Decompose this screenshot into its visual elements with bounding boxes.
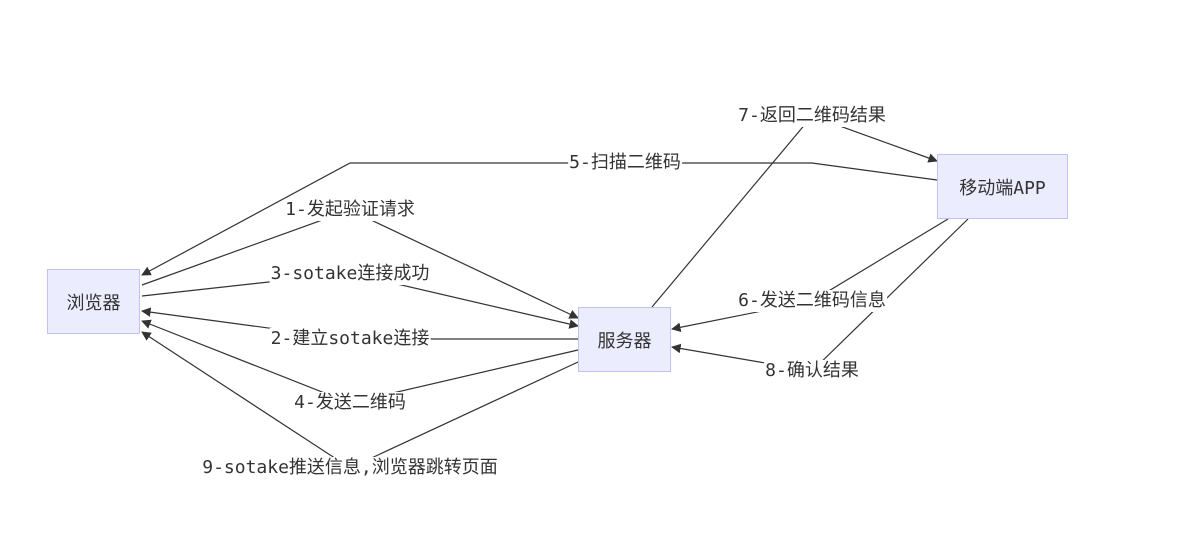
edge-7 [651,115,938,308]
edge-label-2: 2-建立sotake连接 [269,328,431,350]
node-browser: 浏览器 [47,269,140,334]
edge-6 [671,218,949,333]
edge-label-9: 9-sotake推送信息,浏览器跳转页面 [201,457,499,479]
edge-label-1: 1-发起验证请求 [284,199,416,221]
edge-label-5: 5-扫描二维码 [568,152,682,174]
edge-label-8: 8-确认结果 [764,360,860,382]
node-server: 服务器 [578,307,671,372]
node-mobile-app: 移动端APP [937,154,1068,219]
edge-label-6: 6-发送二维码信息 [737,290,887,312]
edge-label-4: 4-发送二维码 [293,392,407,414]
edge-5 [141,162,938,276]
edge-label-7: 7-返回二维码结果 [737,105,887,127]
edge-label-3: 3-sotake连接成功 [269,263,431,285]
